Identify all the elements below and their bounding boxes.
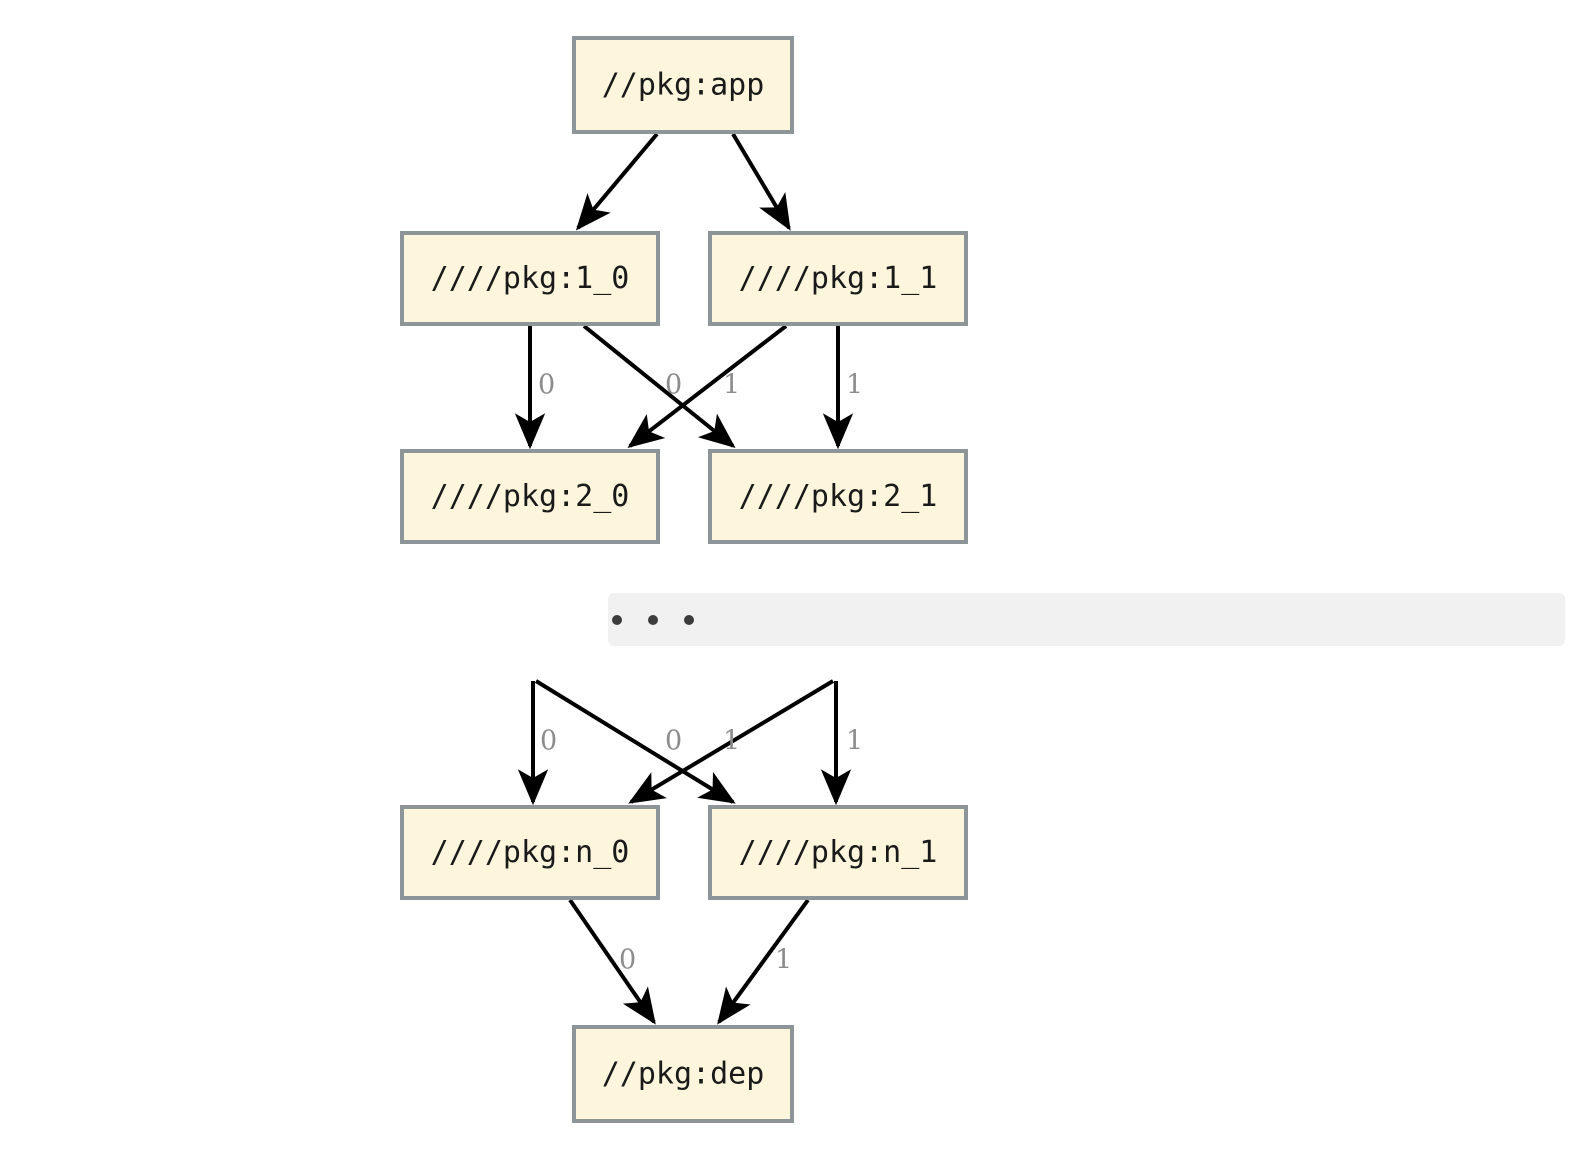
graph-edge (568, 898, 656, 1025)
edge-label: 1 (723, 726, 740, 757)
ellipsis-band (608, 593, 1565, 646)
node-label: ////pkg:n_1 (739, 835, 938, 870)
ellipsis-dot (648, 615, 658, 625)
node-box[interactable] (708, 231, 968, 326)
graph-edge (731, 132, 791, 231)
graph-node-n2_0[interactable]: ////pkg:2_0 (400, 449, 660, 544)
node-box[interactable] (400, 231, 660, 326)
ellipsis-band-group (608, 593, 1565, 646)
graph-node-n1_1[interactable]: ////pkg:1_1 (708, 231, 968, 326)
node-box[interactable] (400, 805, 660, 900)
edge-label: 0 (665, 726, 682, 757)
node-label: ////pkg:1_1 (739, 261, 938, 296)
node-label: ////pkg:2_1 (739, 479, 938, 514)
graph-node-n1_0[interactable]: ////pkg:1_0 (400, 231, 660, 326)
graph-edge (627, 324, 788, 448)
edge-label: 1 (846, 726, 863, 757)
edge-label: 1 (846, 370, 863, 401)
node-box[interactable] (400, 449, 660, 544)
edge-labels-group: 0 0 1 1 0 0 1 1 0 1 (538, 370, 863, 976)
edge-label: 0 (538, 370, 555, 401)
edge-label: 1 (775, 945, 792, 976)
edges-group (514, 132, 854, 1025)
graph-node-nn_1[interactable]: ////pkg:n_1 (708, 805, 968, 900)
graph-edge (628, 679, 835, 804)
graph-edge (534, 679, 736, 804)
edge-label: 0 (619, 945, 636, 976)
edge-label: 0 (540, 726, 557, 757)
node-label: ////pkg:n_0 (431, 835, 630, 870)
graph-edge (575, 132, 659, 231)
graph-node-n2_1[interactable]: ////pkg:2_1 (708, 449, 968, 544)
graph-edge (717, 898, 810, 1025)
graph-node-nn_0[interactable]: ////pkg:n_0 (400, 805, 660, 900)
node-box[interactable] (572, 36, 794, 134)
ellipsis-dot (612, 615, 622, 625)
node-box[interactable] (708, 449, 968, 544)
edge-label: 1 (723, 370, 740, 401)
node-box[interactable] (708, 805, 968, 900)
node-label: ////pkg:2_0 (431, 479, 630, 514)
ellipsis-dot (684, 615, 694, 625)
node-label: //pkg:app (602, 68, 765, 103)
node-box[interactable] (572, 1025, 794, 1123)
graph-node-app[interactable]: //pkg:app (572, 36, 794, 134)
edge-label: 0 (665, 370, 682, 401)
nodes-group: //pkg:app ////pkg:1_0 ////pkg:1_1 ////pkg:2… (400, 36, 968, 1123)
node-label: ////pkg:1_0 (431, 261, 630, 296)
graph-edge (582, 324, 736, 449)
node-label: //pkg:dep (602, 1057, 765, 1092)
graph-node-dep[interactable]: //pkg:dep (572, 1025, 794, 1123)
